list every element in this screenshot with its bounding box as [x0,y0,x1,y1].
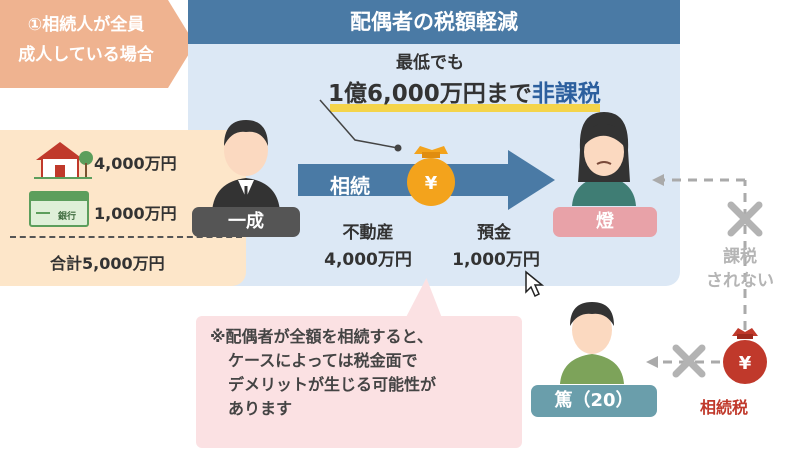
no-tax-dashed-arrow [660,178,747,330]
note-main: 1億6,000万円まで非課税 [328,74,601,108]
cross-icon-2 [672,344,706,378]
pointer-line [319,99,399,149]
bankbook-icon [29,191,89,227]
not-taxed-line-1: 課税 [723,247,757,267]
assets-total: 合計5,000万円 [50,254,165,273]
note-top: 最低でも [396,53,464,73]
warning-callout [196,316,522,448]
split-deposit-value: 1,000万円 [452,250,540,270]
callout-line-3: デメリットが生じる可能性が [228,375,437,394]
highlight-underline [330,104,600,112]
tax-money-bag-icon [723,328,767,384]
decedent-name-badge: 一成 [192,207,300,237]
yen-money-bag-icon [407,146,455,206]
tax-yen-symbol: ¥ [739,353,752,374]
scenario-line-1: ①相続人が全員 [27,15,145,35]
scenario-tag [0,0,195,88]
warning-callout-text: ※配偶者が全額を相続すると、 ケースによっては税金面で デメリットが生じる可能性… [210,325,520,421]
real-estate-amount: 4,000万円 [94,154,177,173]
callout-line-2: ケースによっては税金面で [228,351,418,370]
tax-arrowhead [646,356,658,368]
child-avatar [560,302,624,384]
mouse-cursor-icon [525,270,545,298]
bank-label: 銀行 [58,210,76,222]
inheritance-arrow-label: 相続 [330,174,370,198]
spouse-name-badge: 燈 [553,207,657,237]
split-real-estate-value: 4,000万円 [324,250,412,270]
callout-line-4: あります [228,399,293,418]
split-real-estate-label: 不動産 [342,223,394,243]
note-main-highlight: 非課税 [531,81,601,107]
yen-symbol: ¥ [425,173,438,194]
deposit-amount: 1,000万円 [94,204,177,223]
panel-title: 配偶者の税額軽減 [188,0,680,44]
child-name-badge: 篤（20） [531,385,657,417]
pointer-dot [394,144,402,152]
no-tax-arrowhead [652,174,664,186]
scenario-tag-text: ①相続人が全員 成人している場合 [6,10,166,70]
split-deposit-label: 預金 [477,223,511,243]
assets-divider [10,236,242,238]
not-taxed-label: 課税 されない [690,245,790,293]
cross-icon [727,201,763,237]
scenario-line-2: 成人している場合 [18,45,154,65]
inheritance-tax-label: 相続税 [700,398,749,417]
note-main-amount: 1億6,000万円まで [328,81,532,107]
callout-line-1: ※配偶者が全額を相続すると、 [210,327,433,346]
decedent-avatar [212,120,280,212]
not-taxed-line-2: されない [706,271,774,291]
house-icon [34,142,93,179]
spouse-avatar [572,112,636,206]
